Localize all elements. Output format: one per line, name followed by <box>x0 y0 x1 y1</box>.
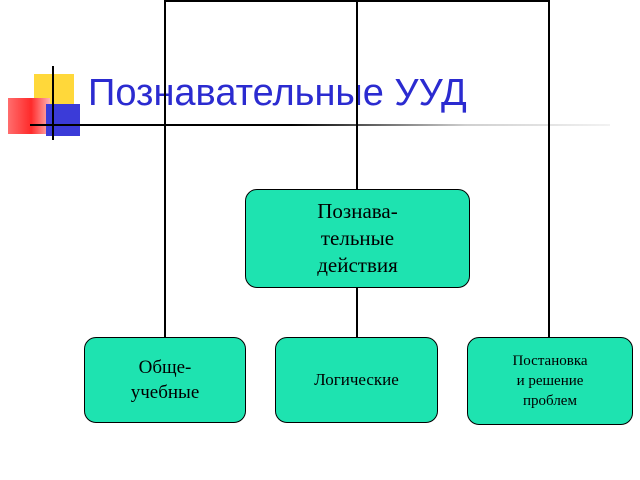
node-cognitive-actions: Познава- тельные действия <box>245 189 470 288</box>
node-general-educational: Обще- учебные <box>84 337 246 423</box>
decor-blue-square <box>46 104 80 136</box>
title-underline <box>30 124 610 126</box>
slide-title: Познавательные УУД <box>88 72 467 114</box>
decor-red-square <box>8 98 50 134</box>
node-cognitive-actions-label: Познава- тельные действия <box>317 199 398 277</box>
node-general-educational-label: Обще- учебные <box>130 357 200 403</box>
decor-vertical-line <box>52 66 54 140</box>
node-problem-solving-label: Постановка и решение проблем <box>512 353 588 409</box>
node-logical: Логические <box>275 337 438 423</box>
node-logical-label: Логические <box>314 370 399 389</box>
node-problem-solving: Постановка и решение проблем <box>467 337 633 425</box>
